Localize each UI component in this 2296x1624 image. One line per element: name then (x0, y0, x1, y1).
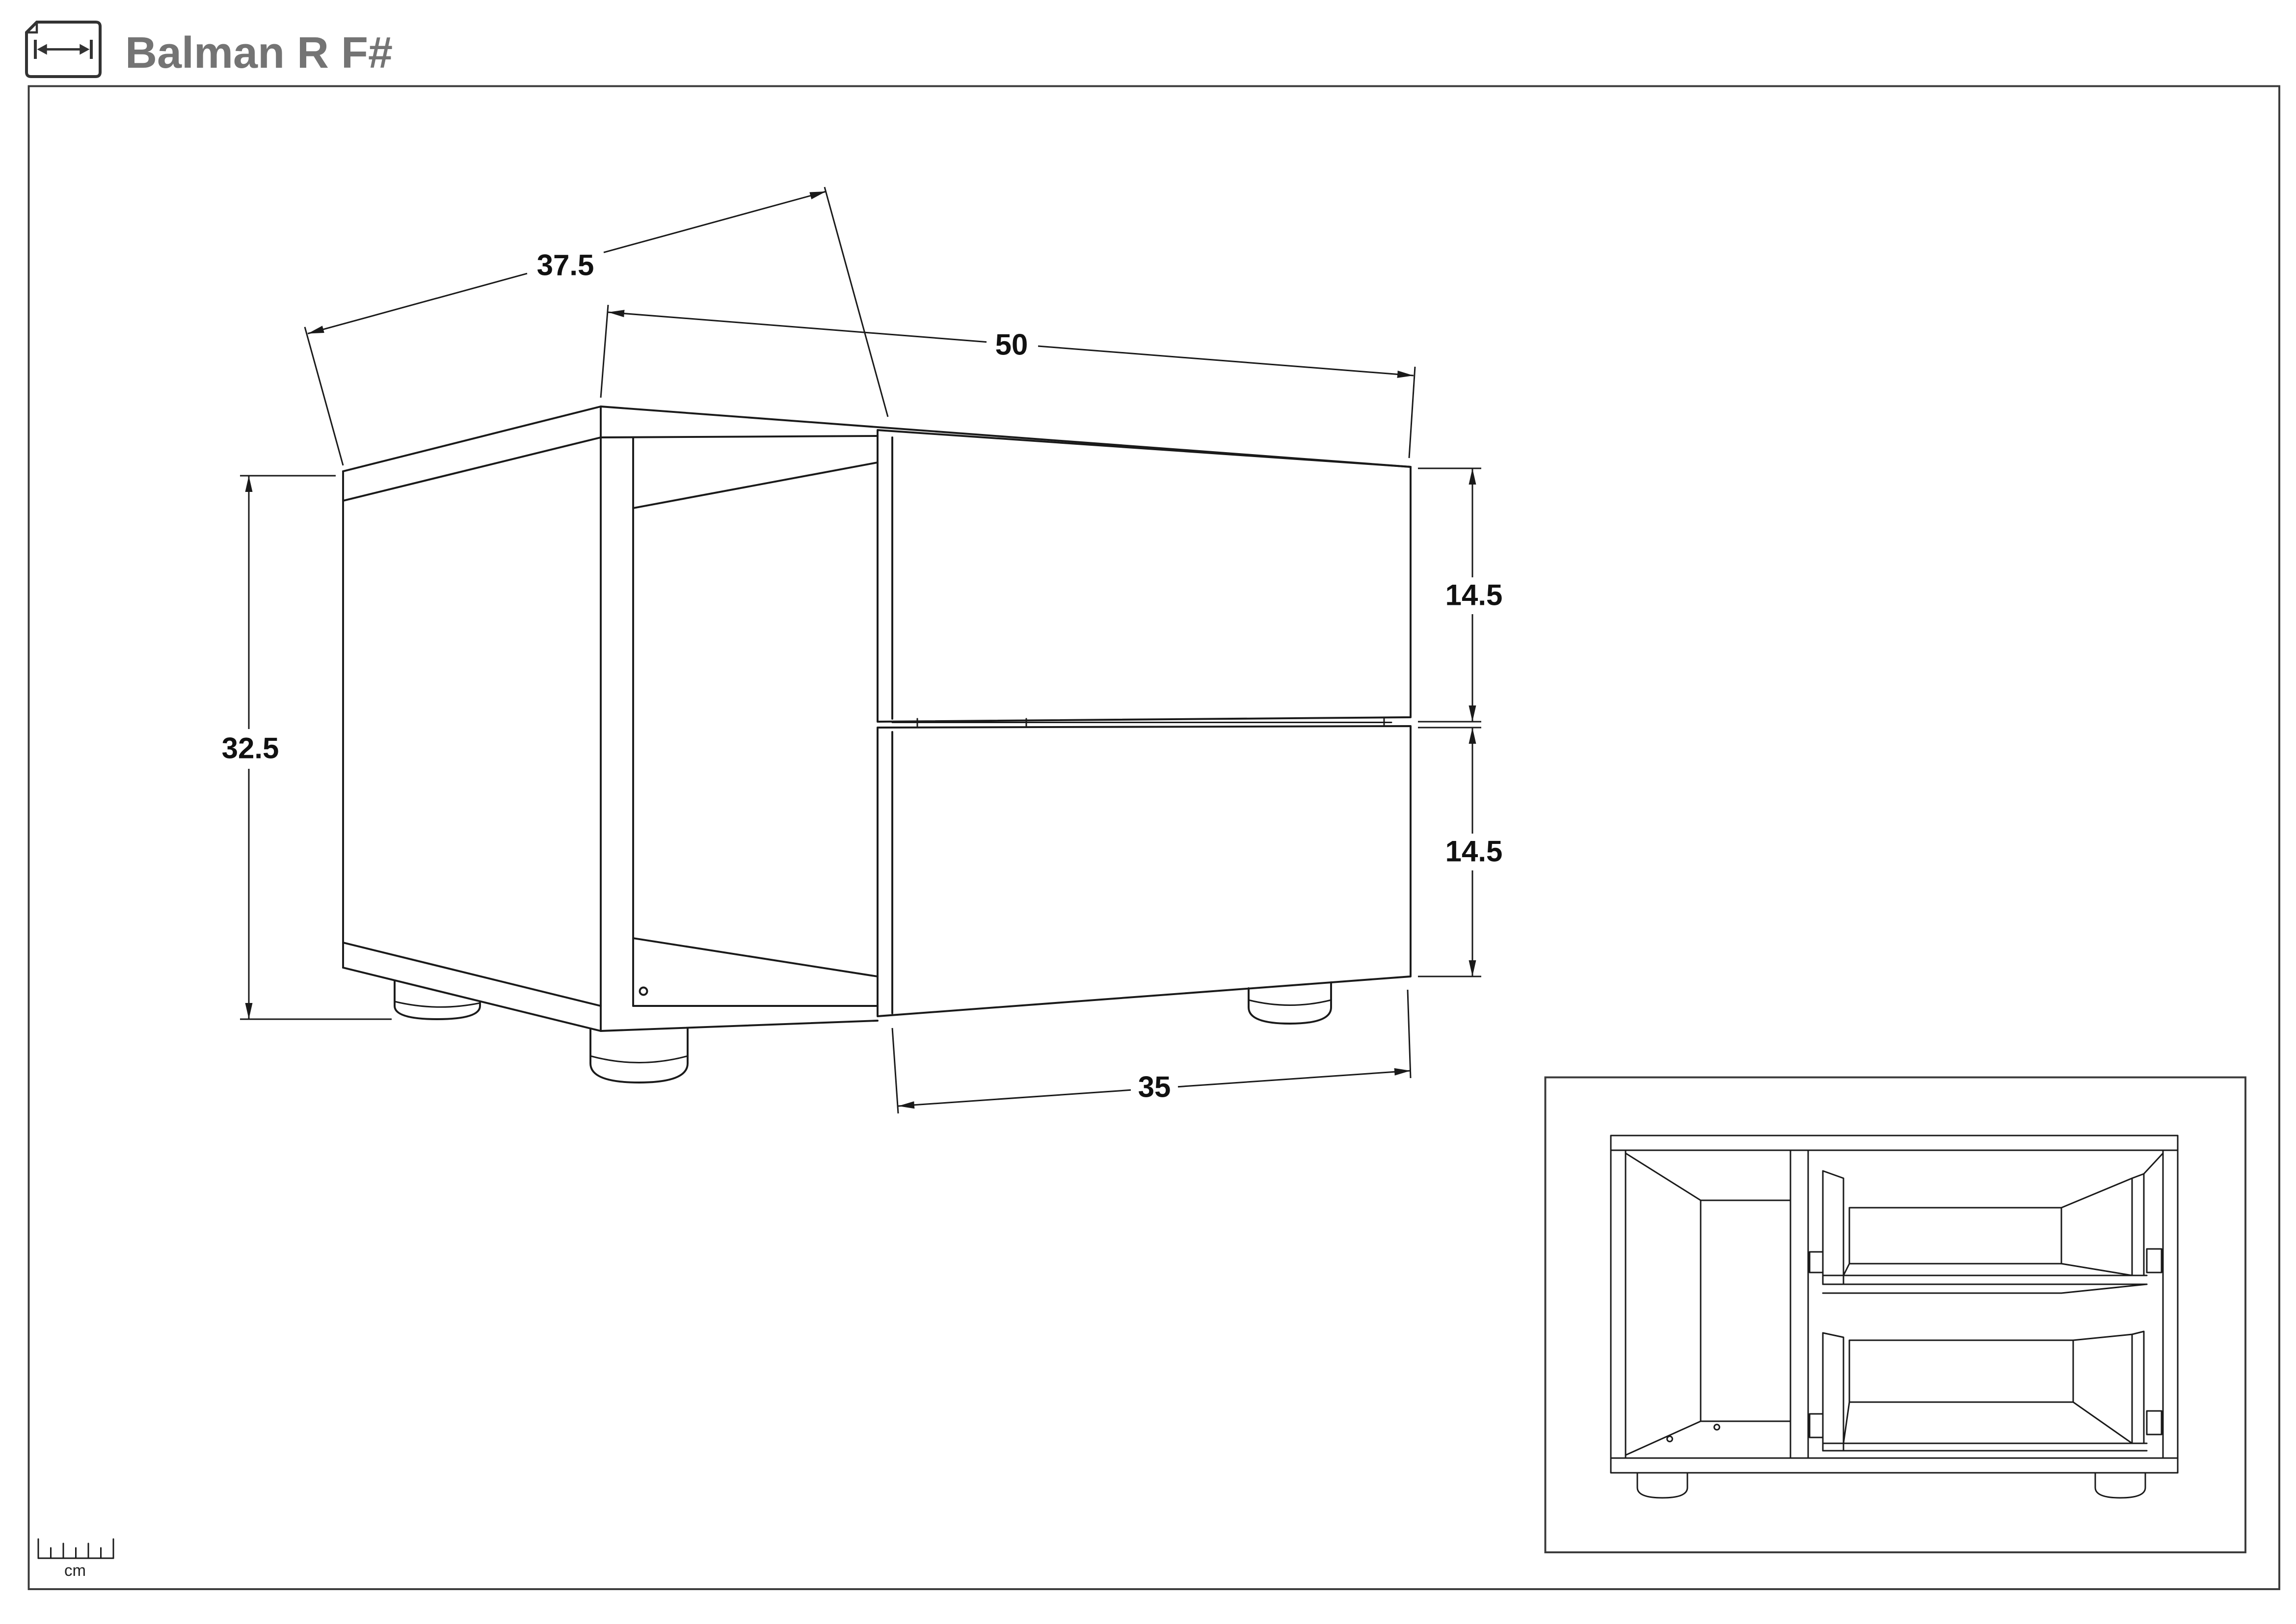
header: Balman R F# (25, 20, 393, 78)
dimension-sheet-icon (25, 20, 102, 78)
drawer-bottom-edge (1822, 1274, 2148, 1285)
compartment-bottom-perspective (1625, 1420, 1791, 1456)
drawer-side-panel (2060, 1173, 2145, 1276)
leg-outline (589, 1027, 689, 1083)
top-board-side-edge (342, 436, 602, 502)
dimension-height: 32.5 (222, 475, 392, 1020)
drawer-back-panel (1848, 1207, 2062, 1265)
dimension-label-depth: 37.5 (537, 248, 594, 281)
inset-upper-drawer (1809, 1152, 2164, 1285)
icon-arrow-heads (37, 44, 90, 55)
inset-divider (1789, 1149, 1809, 1459)
dimension-label-lower-drawer: 14.5 (1445, 835, 1503, 867)
dimension-depth: 37.5 (304, 187, 889, 466)
dimension-line (603, 190, 827, 253)
ruler-unit-label: cm (64, 1561, 86, 1579)
dimension-label-width: 50 (995, 328, 1028, 361)
leg-front-left (589, 1027, 689, 1083)
top-board-front-underside (600, 435, 879, 438)
extension-line (600, 304, 609, 398)
drawer-slide-hardware (1809, 1413, 1824, 1438)
leg-outline (394, 980, 481, 1020)
upper-drawer-front (877, 429, 1412, 723)
dimension-label-upper-drawer: 14.5 (1445, 578, 1503, 611)
ruler-ticks (37, 1538, 114, 1559)
drawer-bottom-edge (1822, 1442, 2148, 1452)
drawer-front-board (1822, 1332, 1844, 1452)
inset-open-compartment (1625, 1152, 1791, 1456)
leg-band (394, 1001, 481, 1008)
legs (394, 980, 1332, 1083)
dimension-label-drawer-width: 35 (1138, 1070, 1171, 1103)
extension-line (824, 187, 889, 417)
extension-line (304, 326, 344, 466)
bedside-table-perspective (342, 406, 1412, 1083)
extension-line (891, 1028, 899, 1114)
compartment-bottom-back-edge (632, 937, 879, 977)
dimension-line (898, 1089, 1131, 1109)
ruler-icon: cm (37, 1538, 114, 1579)
dimensions: 37.5 50 32.5 14.5 14.5 (222, 187, 1503, 1114)
dimension-line (307, 272, 528, 334)
drawer-floor-perspective (1842, 1401, 2133, 1444)
icon-sheet-outline (25, 20, 102, 78)
drawer-side-panel (2072, 1330, 2145, 1444)
drawer-gap (891, 718, 1392, 727)
extension-line (1408, 366, 1416, 459)
leg-outline (1248, 981, 1332, 1025)
leg-band (1248, 999, 1332, 1006)
base-board-edge (342, 967, 602, 1032)
extension-line (1407, 989, 1412, 1079)
lower-drawer-front (877, 725, 1412, 1017)
bottom-board-front-edge (600, 1020, 879, 1032)
dimension-drawer-width: 35 (891, 989, 1412, 1114)
icon-folded-corner (27, 22, 38, 34)
inset-frame (1544, 1076, 2246, 1553)
open-compartment (632, 461, 879, 1007)
drawer-top-perspective (2143, 1152, 2164, 1175)
inset-drawer-divider (1822, 1283, 2148, 1294)
inset-lower-drawer (1809, 1330, 2163, 1452)
page-title: Balman R F# (125, 28, 393, 78)
drawer-slide-hardware (1809, 1251, 1824, 1273)
drawer-slide-hardware (2146, 1248, 2163, 1273)
inset-leg-right (2094, 1472, 2146, 1499)
compartment-top-perspective (1625, 1152, 1791, 1201)
dimension-label-height: 32.5 (222, 731, 279, 764)
drawing-frame (27, 85, 2280, 1590)
inset-cabinet (1610, 1135, 2179, 1474)
bottom-board (600, 1020, 879, 1032)
upper-drawer-outline (877, 429, 1412, 723)
side-panel-bottom-edge (342, 942, 602, 1007)
compartment-top-back-edge (632, 461, 879, 509)
leg-back-left (394, 980, 481, 1020)
screw-hole (1666, 1435, 1673, 1442)
left-side-panel (342, 436, 634, 1032)
dimension-line (1038, 345, 1414, 378)
drawer-back-panel (1848, 1339, 2074, 1403)
inset-front-view (1544, 1076, 2246, 1553)
screw-hole (1713, 1424, 1720, 1431)
leg-front-right (1248, 981, 1332, 1025)
inset-leg-left (1636, 1472, 1688, 1499)
drawer-slide-hardware (2146, 1410, 2163, 1435)
inset-legs (1636, 1472, 2146, 1499)
lower-drawer-outline (877, 725, 1412, 1017)
dimension-width: 50 (600, 304, 1416, 459)
inset-top-board (1610, 1135, 2179, 1151)
dimension-upper-drawer-height: 14.5 (1418, 467, 1503, 723)
leg-band (589, 1055, 689, 1063)
dimension-line (608, 310, 987, 343)
drawer-gap-ticks (916, 718, 1385, 727)
screw-hole (639, 986, 648, 996)
inset-carcass-outline (1610, 1149, 2179, 1474)
drawer-front-board (1822, 1170, 1844, 1285)
dimension-line (1177, 1068, 1411, 1088)
drawer-floor-perspective (1842, 1263, 2133, 1276)
dimension-lower-drawer-height: 14.5 (1418, 727, 1503, 977)
